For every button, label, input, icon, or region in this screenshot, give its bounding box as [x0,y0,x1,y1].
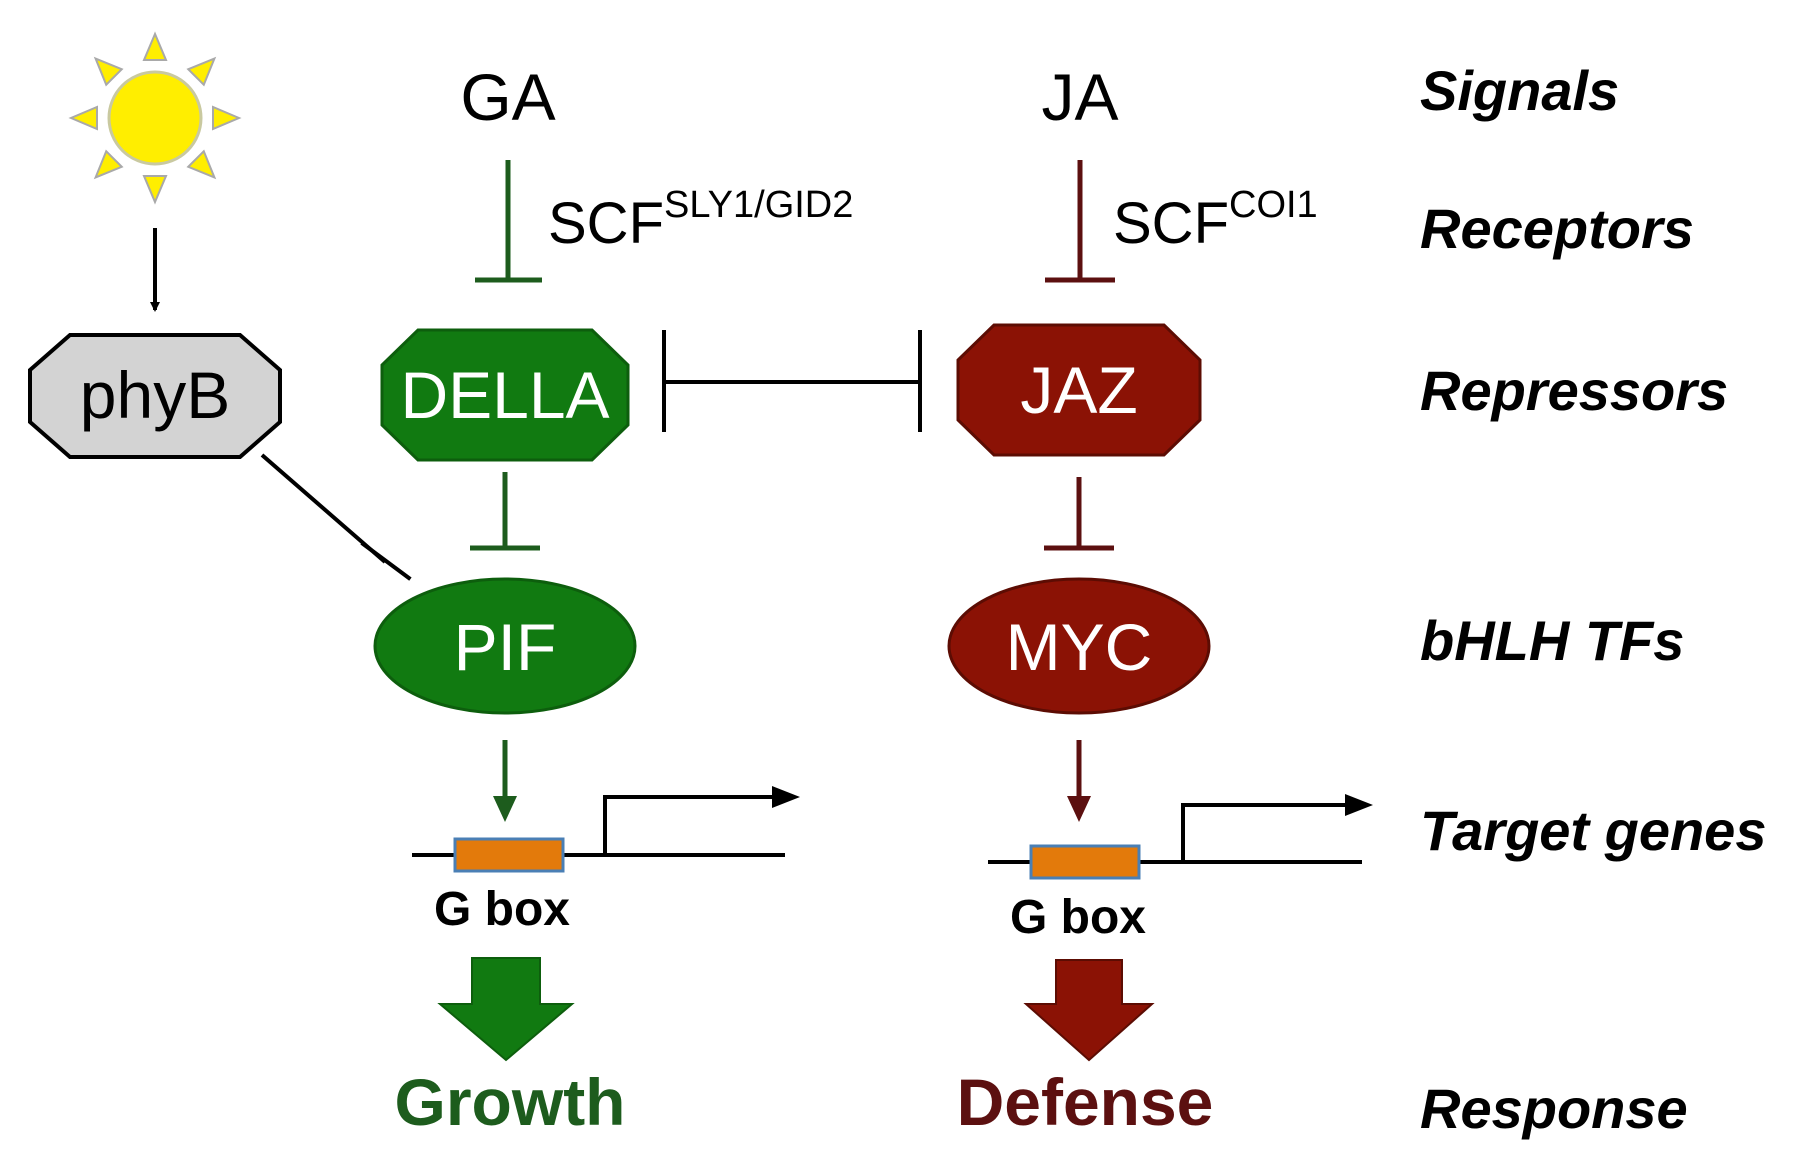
side-label-response: Response [1420,1077,1688,1140]
ja-receptor-inhibition [1045,160,1115,283]
phyb-pif-inhibition [260,453,412,581]
receptor-ja-label: SCFCOI1 [1113,184,1318,256]
myc-label: MYC [1006,610,1153,684]
side-label-receptors: Receptors [1420,197,1694,260]
left-target-gene [412,786,800,873]
della-node: DELLA [380,328,630,462]
pif-node: PIF [373,577,637,715]
defense-arrow [1023,959,1155,1062]
side-label-bhlh: bHLH TFs [1420,609,1684,672]
jaz-node: JAZ [956,323,1202,457]
left-g-box-label: G box [434,883,570,936]
pif-label: PIF [454,610,557,684]
growth-arrow [437,957,575,1062]
left-g-box [453,837,565,873]
signal-ja: JA [1041,60,1118,134]
phyb-node: phyB [28,333,282,459]
right-target-gene [988,794,1373,880]
side-label-signals: Signals [1420,59,1619,122]
sun-icon [68,31,242,205]
left-tss-arrowhead [772,786,800,808]
ga-receptor-inhibition [475,160,542,283]
right-g-box [1029,844,1141,880]
side-label-target-genes: Target genes [1420,799,1766,862]
jaz-label: JAZ [1020,353,1137,427]
right-tss-arrowhead [1345,794,1373,816]
right-g-box-label: G box [1010,891,1146,944]
growth-label: Growth [395,1065,626,1139]
della-label: DELLA [400,358,609,432]
jaz-myc-inhibition [1044,477,1114,551]
side-label-repressors: Repressors [1420,359,1728,422]
pif-activation-arrow [493,740,517,822]
myc-activation-arrow [1067,740,1091,822]
signal-ga: GA [460,60,555,134]
myc-node: MYC [947,577,1211,715]
della-jaz-mutual-inhibition [662,330,922,432]
della-pif-inhibition [470,472,540,551]
phyb-label: phyB [80,358,230,432]
defense-label: Defense [957,1065,1214,1139]
receptor-ga-label: SCFSLY1/GID2 [548,184,853,256]
